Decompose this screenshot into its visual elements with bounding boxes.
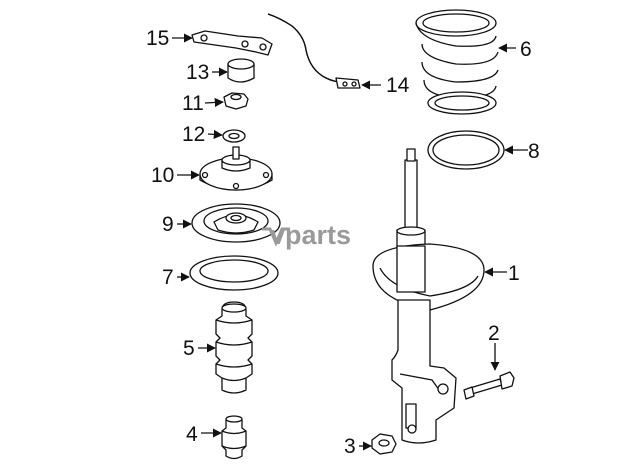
part-13-cap[interactable] bbox=[227, 58, 255, 83]
part-9-bearing-seat[interactable] bbox=[191, 203, 281, 243]
part-6-coil-spring[interactable] bbox=[415, 9, 499, 115]
callout-12: 12 bbox=[182, 123, 205, 146]
part-4-small-bump-stop[interactable] bbox=[221, 415, 247, 460]
callout-15: 15 bbox=[146, 27, 169, 50]
callout-10: 10 bbox=[151, 164, 174, 187]
callout-8: 8 bbox=[528, 140, 540, 163]
vparts-watermark: vparts bbox=[262, 220, 351, 250]
part-7-insulator[interactable] bbox=[189, 255, 279, 291]
part-2-bolt[interactable] bbox=[463, 371, 515, 400]
callout-14: 14 bbox=[386, 74, 410, 97]
part-10-strut-mount[interactable] bbox=[199, 146, 273, 191]
part-15-bracket[interactable] bbox=[191, 30, 273, 56]
part-12-washer[interactable] bbox=[222, 129, 246, 143]
part-1-strut[interactable] bbox=[372, 148, 485, 444]
callout-3: 3 bbox=[344, 435, 356, 458]
part-8-insulator-ring[interactable] bbox=[427, 130, 505, 170]
callout-6: 6 bbox=[520, 38, 532, 61]
callout-5: 5 bbox=[183, 337, 195, 360]
part-3-nut[interactable] bbox=[371, 433, 397, 455]
part-11-nut[interactable] bbox=[223, 92, 249, 110]
callout-1: 1 bbox=[508, 262, 520, 285]
callout-9: 9 bbox=[162, 213, 174, 236]
part-14-link-rod[interactable] bbox=[267, 13, 361, 89]
callout-arrows bbox=[172, 33, 528, 451]
callout-13: 13 bbox=[186, 61, 209, 84]
part-5-bump-stop[interactable] bbox=[215, 301, 253, 394]
callout-4: 4 bbox=[186, 423, 198, 446]
watermark-text: vparts bbox=[270, 220, 351, 250]
callout-7: 7 bbox=[162, 266, 174, 289]
callout-11: 11 bbox=[182, 92, 204, 115]
callout-labels: 15 13 11 12 10 9 7 5 4 14 6 8 1 2 3 bbox=[146, 27, 540, 458]
callout-2: 2 bbox=[488, 322, 500, 345]
